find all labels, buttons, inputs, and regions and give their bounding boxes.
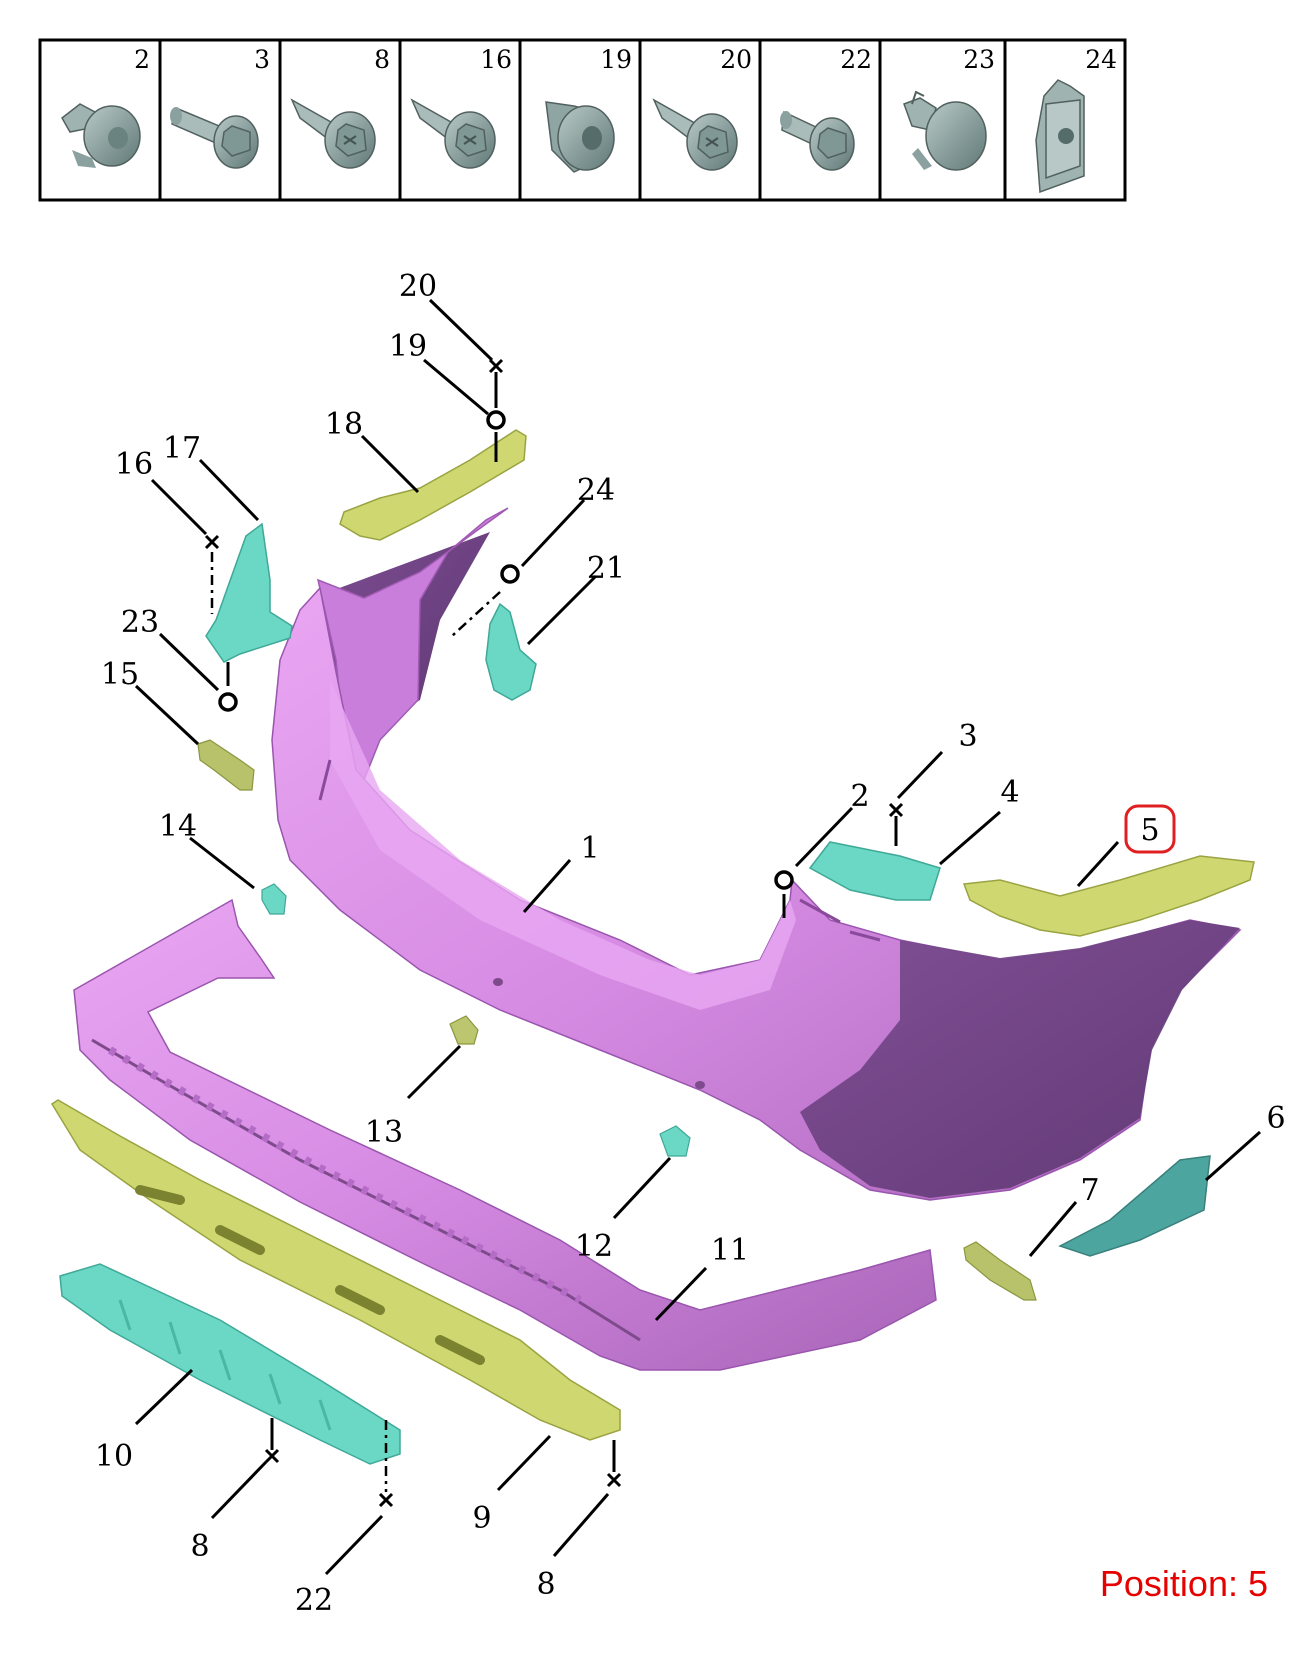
callout-20: 20 xyxy=(399,269,437,304)
fastener-o-marks xyxy=(218,410,794,890)
callout-numbers: 20 19 18 17 16 24 21 23 15 14 1 2 3 4 5 … xyxy=(95,269,1286,1618)
callout-17: 17 xyxy=(163,431,201,466)
fastener-cell-number: 23 xyxy=(963,45,995,74)
inner-mounting-bracket xyxy=(485,602,537,701)
fastener-cell-number: 22 xyxy=(840,45,872,74)
callout-1: 1 xyxy=(580,831,599,866)
fastener-cell-number: 16 xyxy=(480,45,512,74)
fastener-cell-number: 20 xyxy=(720,45,752,74)
fastener-cell-number: 8 xyxy=(374,45,390,74)
fastener-cell-number: 19 xyxy=(600,45,632,74)
small-clip xyxy=(659,1125,691,1157)
callout-10: 10 xyxy=(95,1439,133,1474)
callout-8a: 8 xyxy=(190,1529,209,1564)
callout-15: 15 xyxy=(101,657,139,692)
callout-18: 18 xyxy=(325,407,363,442)
right-corner-trim xyxy=(1058,1155,1211,1257)
right-side-bracket xyxy=(962,855,1255,937)
fastener-cell-number: 3 xyxy=(254,45,270,74)
fastener-x-marks xyxy=(204,358,904,1508)
callout-9: 9 xyxy=(472,1501,491,1536)
screw-icon xyxy=(410,98,496,169)
nut-icon xyxy=(545,101,615,173)
highlight-box xyxy=(1124,804,1176,854)
upper-left-bracket xyxy=(339,429,527,541)
screw-icon xyxy=(652,98,738,171)
lower-diffuser-panel xyxy=(73,898,937,1371)
lower-trim-strip xyxy=(50,1099,621,1441)
callout-14: 14 xyxy=(159,809,197,844)
leader-lines xyxy=(134,298,1261,1576)
left-mounting-bracket xyxy=(205,522,293,663)
callout-4: 4 xyxy=(1000,775,1019,810)
callout-3: 3 xyxy=(958,719,977,754)
right-mounting-bracket xyxy=(808,841,941,901)
callout-11: 11 xyxy=(711,1233,749,1268)
right-clip-strip xyxy=(963,1241,1037,1301)
callout-23: 23 xyxy=(121,605,159,640)
bolt-icon xyxy=(170,106,259,169)
push-clip-icon xyxy=(61,103,141,168)
spring-nut-icon xyxy=(1035,79,1085,194)
fastener-strip-frame xyxy=(38,38,1127,202)
callout-7: 7 xyxy=(1080,1173,1099,1208)
fastener-cell-number: 2 xyxy=(134,45,150,74)
callout-13: 13 xyxy=(365,1115,403,1150)
callout-24: 24 xyxy=(577,473,615,508)
fastener-cell-number: 24 xyxy=(1085,45,1117,74)
callout-21: 21 xyxy=(587,551,625,586)
callout-2: 2 xyxy=(850,779,869,814)
callout-16: 16 xyxy=(115,447,153,482)
callout-5[interactable]: 5 xyxy=(1140,813,1159,848)
expansion-clip-icon xyxy=(903,90,987,171)
callout-6: 6 xyxy=(1266,1101,1285,1136)
bolt-icon xyxy=(780,110,855,171)
small-clip xyxy=(261,883,287,915)
callout-22: 22 xyxy=(295,1583,333,1618)
fastener-strip: 2 3 8 16 19 20 22 23 24 xyxy=(38,38,1127,202)
callout-8b: 8 xyxy=(536,1567,555,1602)
left-clip-strip xyxy=(197,739,255,791)
rear-bumper-cover xyxy=(271,507,1242,1201)
callout-19: 19 xyxy=(389,329,427,364)
screw-icon xyxy=(290,98,376,169)
position-label: Position: 5 xyxy=(1099,1563,1268,1604)
callout-12: 12 xyxy=(575,1229,613,1264)
small-clip xyxy=(449,1015,479,1045)
